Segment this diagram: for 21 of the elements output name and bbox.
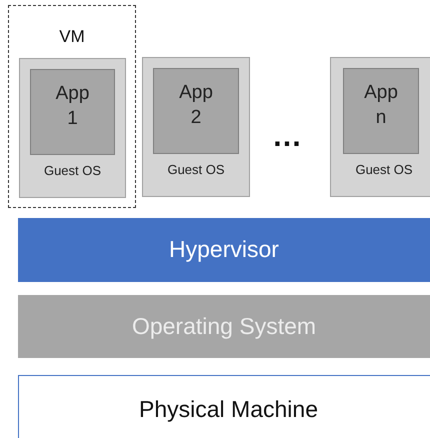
guest-os-label: Guest OS xyxy=(354,162,414,179)
ellipsis: … xyxy=(271,120,303,154)
hypervisor-layer xyxy=(18,218,430,282)
app-label: App 1 xyxy=(54,82,90,131)
app-box xyxy=(30,69,115,155)
layer-label: Operating System xyxy=(130,312,318,341)
layer-label: Physical Machine xyxy=(138,395,319,424)
guest-os-label: Guest OS xyxy=(42,163,102,180)
vm-box xyxy=(142,57,250,197)
vm-label: VM xyxy=(58,26,86,48)
operating-system-layer xyxy=(18,295,430,358)
vm-frame xyxy=(8,5,136,208)
app-label: App 2 xyxy=(178,81,214,130)
physical-machine-layer xyxy=(18,375,430,438)
app-label: App n xyxy=(363,81,399,130)
app-box xyxy=(343,68,419,154)
guest-os-label: Guest OS xyxy=(166,162,226,179)
vm-box xyxy=(330,57,430,197)
vm-box xyxy=(19,58,126,198)
layer-label: Hypervisor xyxy=(168,235,280,264)
app-box xyxy=(153,68,239,154)
